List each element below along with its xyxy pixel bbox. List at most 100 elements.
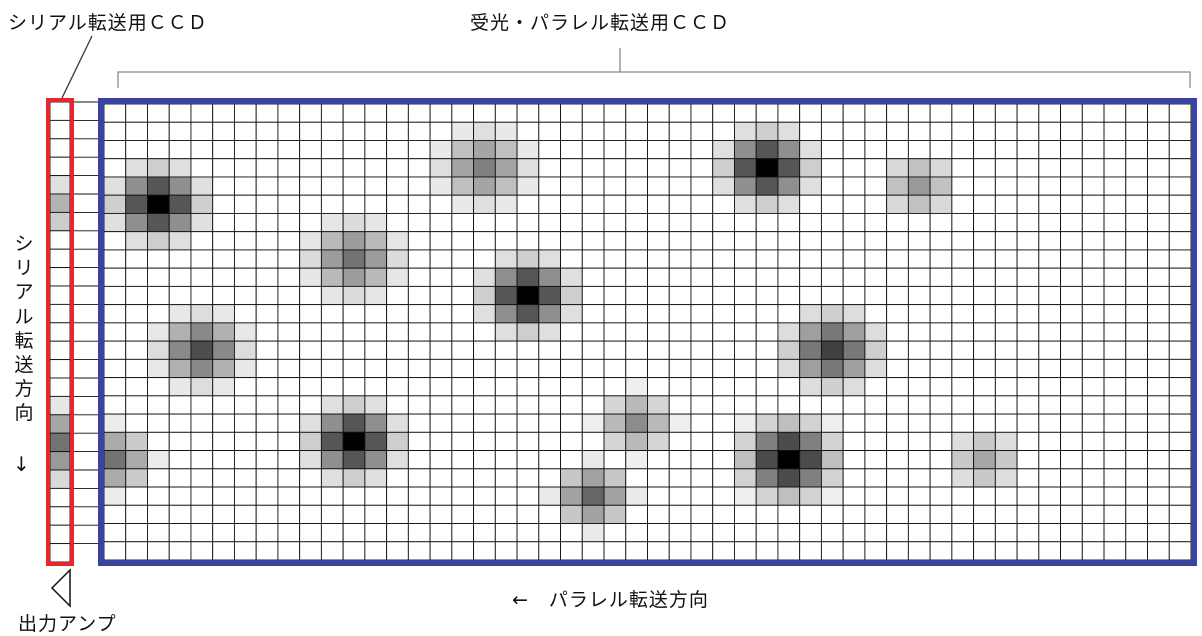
pixel-cell [516,267,540,287]
pixel-cell [125,486,148,506]
pixel-cell [277,431,301,452]
pixel-cell [755,358,779,379]
pixel-cell [560,523,583,543]
pixel-cell [734,486,757,506]
pixel-cell [907,395,931,415]
pixel-cell [777,158,801,178]
pixel-cell [734,285,757,306]
pixel-cell [603,431,627,452]
pixel-cell [647,541,670,561]
pixel-cell [842,121,866,141]
pixel-cell [712,468,735,488]
pixel-cell [538,231,561,251]
pixel-cell [1168,431,1192,452]
pixel-cell [103,340,127,360]
pixel-cell [777,140,801,160]
pixel-cell [277,194,301,214]
pixel-cell [712,121,735,141]
pixel-cell [625,121,648,141]
pixel-cell [973,340,996,360]
pixel-cell [233,194,257,214]
pixel-cell [364,523,388,543]
pixel-cell [886,158,909,178]
pixel-cell [103,468,127,488]
pixel-cell [647,212,670,233]
pixel-cell [712,413,735,433]
pixel-cell [364,176,388,196]
pixel-cell [842,249,866,269]
pixel-cell [560,231,583,251]
pixel-cell [1016,486,1040,506]
pixel-cell [299,212,322,233]
pixel-cell [842,431,866,452]
pixel-cell [1016,413,1040,433]
pixel-cell [277,377,301,397]
pixel-cell [494,468,518,488]
pixel-cell [342,358,366,379]
pixel-cell [690,468,714,488]
pixel-cell [1103,103,1127,123]
pixel-cell [1168,358,1192,379]
pixel-cell [473,304,496,324]
pixel-cell [734,322,757,342]
pixel-cell [233,322,257,342]
pixel-cell [516,304,540,324]
pixel-cell [1081,541,1105,561]
pixel-cell [734,450,757,470]
pixel-cell [1038,413,1062,433]
pixel-cell [364,158,388,178]
pixel-cell [255,523,279,543]
pixel-cell [1038,103,1062,123]
pixel-cell [1168,140,1192,160]
pixel-cell [1016,523,1040,543]
pixel-cell [799,358,822,379]
pixel-cell [1168,121,1192,141]
pixel-cell [864,249,888,269]
pixel-cell [429,504,453,524]
pixel-cell [255,249,279,269]
pixel-cell [994,468,1018,488]
pixel-cell [886,395,909,415]
pixel-cell [473,322,496,342]
pixel-cell [407,140,431,160]
pixel-cell [429,450,453,470]
pixel-cell [407,322,431,342]
pixel-cell [429,340,453,360]
pixel-cell [494,523,518,543]
pixel-cell [647,249,670,269]
pixel-cell [1060,304,1083,324]
pixel-cell [777,340,801,360]
pixel-cell [668,231,692,251]
pixel-cell [864,322,888,342]
pixel-cell [212,212,235,233]
pixel-cell [907,523,931,543]
pixel-cell [320,486,344,506]
pixel-cell [864,304,888,324]
pixel-cell [603,267,627,287]
pixel-cell [647,523,670,543]
pixel-cell [190,231,214,251]
pixel-cell [820,158,844,178]
serial-direction-label: シリアル転送方向 [14,233,34,425]
pixel-cell [190,395,214,415]
pixel-cell [603,212,627,233]
pixel-cell [1038,395,1062,415]
pixel-cell [342,377,366,397]
pixel-cell [755,103,779,123]
pixel-cell [538,121,561,141]
pixel-cell [668,377,692,397]
pixel-cell [842,158,866,178]
pixel-cell [1081,486,1105,506]
pixel-cell [473,450,496,470]
pixel-cell [973,103,996,123]
pixel-cell [886,523,909,543]
pixel-cell [125,541,148,561]
pixel-cell [125,121,148,141]
pixel-cell [147,395,170,415]
pixel-cell [320,121,344,141]
pixel-cell [1147,413,1170,433]
pixel-cell [560,504,583,524]
pixel-cell [299,103,322,123]
pixel-cell [560,486,583,506]
pixel-cell [560,340,583,360]
